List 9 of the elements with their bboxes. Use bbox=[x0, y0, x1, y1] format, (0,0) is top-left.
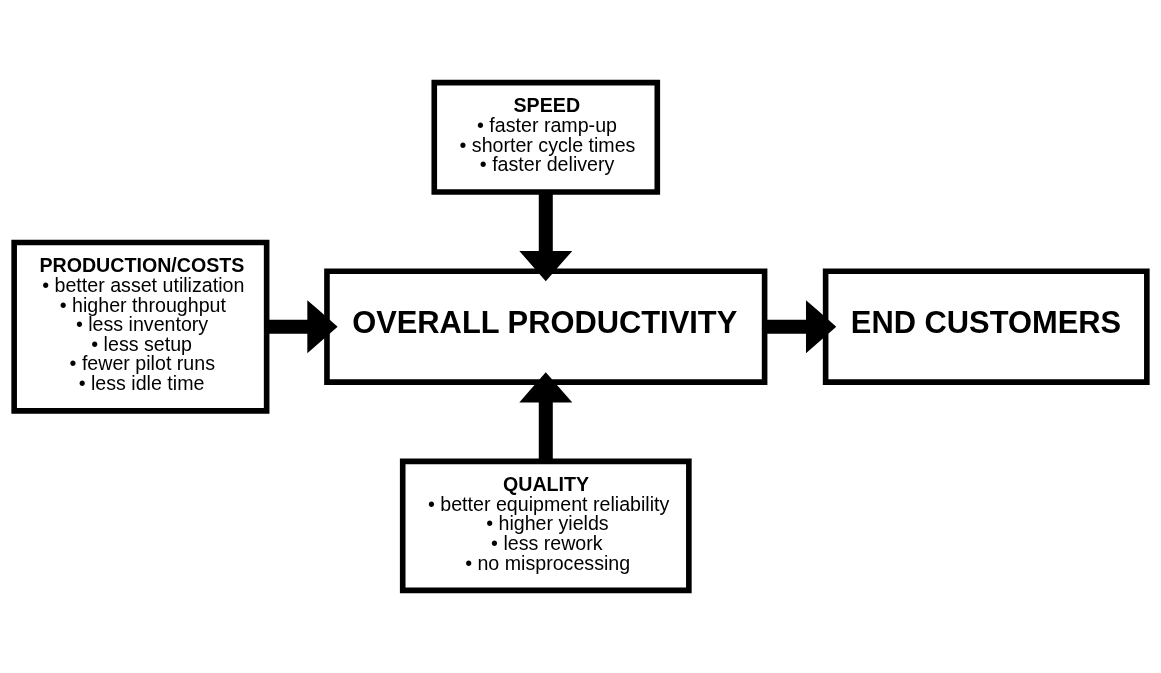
node-box: END CUSTOMERS bbox=[822, 268, 1150, 385]
arrow bbox=[266, 300, 338, 354]
node-box: QUALITY • better equipment reliability • higher yields • less rework • no misprocessing bbox=[399, 458, 692, 594]
node-box: SPEED • faster ramp-up • shorter cycle times • faster delivery bbox=[431, 79, 661, 195]
node-box: PRODUCTION/COSTS • better asset utilization • higher throughput • less inventory • less setup • fewer pilot runs • less idle time bbox=[11, 239, 270, 414]
arrow bbox=[764, 300, 837, 354]
arrow bbox=[519, 372, 573, 462]
node-box: OVERALL PRODUCTIVITY bbox=[324, 268, 768, 385]
arrow bbox=[519, 192, 573, 282]
